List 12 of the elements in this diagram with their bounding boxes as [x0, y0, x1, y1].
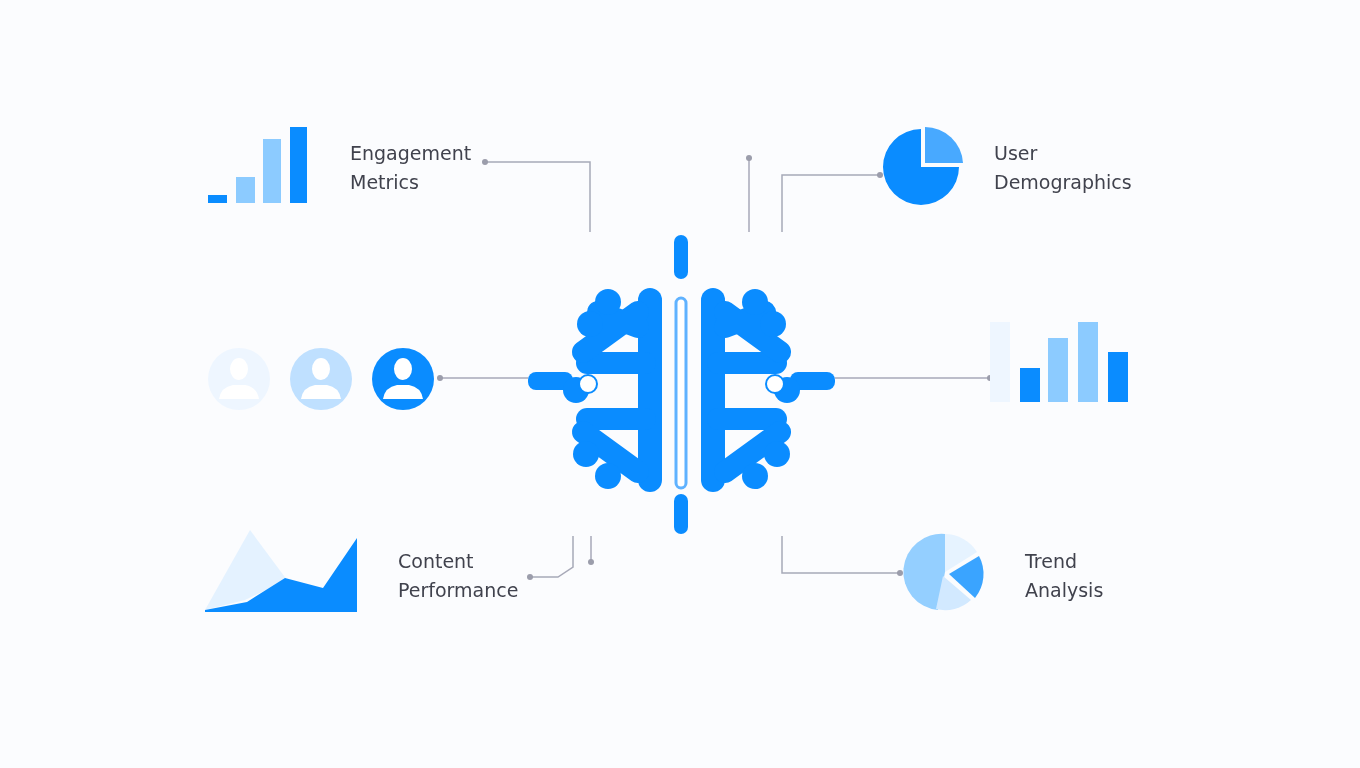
connector-line: [527, 535, 574, 580]
connector-line: [746, 155, 752, 233]
node-label: Content Performance: [398, 549, 520, 603]
connector-line: [437, 375, 529, 381]
brain-icon: [528, 232, 835, 536]
connector-line: [482, 159, 591, 233]
connector-line: [781, 535, 903, 576]
node-label: Trend Analysis: [1025, 549, 1105, 603]
connector-line: [588, 535, 594, 565]
node-label: Engagement Metrics: [350, 141, 473, 195]
connector-line: [781, 172, 883, 233]
node-label: User Demographics: [994, 141, 1133, 195]
